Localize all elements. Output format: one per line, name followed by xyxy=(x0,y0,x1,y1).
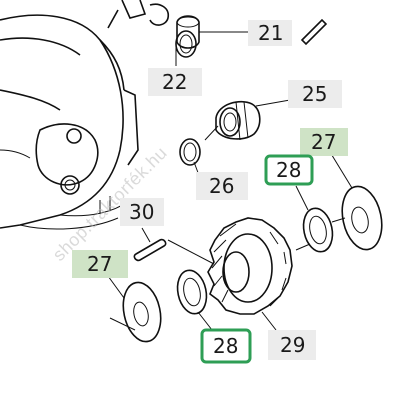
part-21-rod xyxy=(300,18,328,46)
part-28-top-washer xyxy=(295,185,334,253)
svg-text:28: 28 xyxy=(276,158,301,182)
label-29: 29 xyxy=(268,330,316,360)
svg-text:25: 25 xyxy=(302,82,327,106)
svg-text:26: 26 xyxy=(209,174,234,198)
svg-text:27: 27 xyxy=(311,130,336,154)
label-27-top: 27 xyxy=(300,128,348,156)
svg-text:29: 29 xyxy=(280,333,305,357)
label-28-top-highlighted: 28 xyxy=(264,154,314,186)
part-27-left-washer xyxy=(107,275,162,343)
part-28-bottom-washer xyxy=(176,269,213,331)
part-26-circlip xyxy=(179,138,201,179)
svg-text:27: 27 xyxy=(87,252,112,276)
label-28-bottom-highlighted: 28 xyxy=(200,328,252,364)
label-26: 26 xyxy=(196,172,248,200)
svg-text:30: 30 xyxy=(129,200,154,224)
label-22: 22 xyxy=(148,68,202,96)
part-30-pin xyxy=(133,227,167,262)
part-27-top-washer xyxy=(329,151,383,251)
part-25-bushing xyxy=(215,99,291,141)
svg-text:21: 21 xyxy=(258,21,283,45)
axle-housing xyxy=(0,0,170,230)
part-29-gear xyxy=(207,217,293,331)
svg-text:28: 28 xyxy=(213,334,238,358)
part-22-circlip xyxy=(175,30,197,66)
assembly-axis-lines xyxy=(109,125,346,331)
label-30: 30 xyxy=(120,198,164,226)
label-25: 25 xyxy=(288,80,342,108)
label-27-left: 27 xyxy=(72,250,128,278)
svg-text:22: 22 xyxy=(162,70,187,94)
label-21: 21 xyxy=(248,20,292,46)
